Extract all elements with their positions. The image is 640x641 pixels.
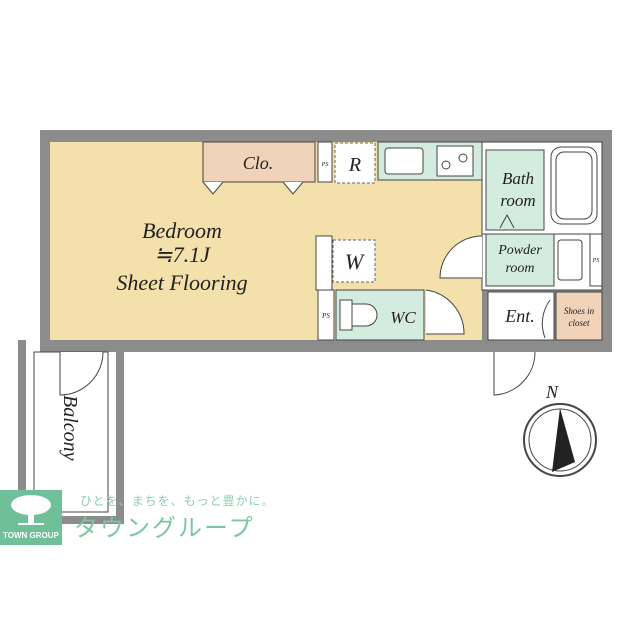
ps-label: PS	[321, 312, 330, 320]
wc-door	[425, 289, 465, 335]
powder-door	[439, 235, 483, 279]
balcony-door	[59, 351, 104, 396]
bathroom	[485, 149, 545, 231]
compass-north-label: N	[545, 382, 559, 402]
ps-top	[317, 141, 333, 183]
bath-label-2: room	[500, 191, 535, 210]
compass-arrow	[552, 408, 575, 472]
bath-door	[499, 213, 515, 229]
logo-name: タウングループ	[74, 514, 255, 542]
washer-wall	[315, 235, 333, 291]
town-group-logo: TOWN GROUP	[0, 490, 62, 545]
stove	[436, 145, 474, 177]
bathtub	[550, 146, 598, 225]
shoes-closet	[555, 291, 603, 341]
bedroom-size: ≒7.1J	[154, 242, 211, 267]
wc-label: WC	[390, 308, 416, 327]
powder-room	[485, 233, 555, 287]
shoes-label-2: closet	[569, 318, 590, 328]
balcony-rail	[18, 340, 124, 524]
balcony-label: Balcony	[59, 395, 81, 461]
bedroom-floor: Sheet Flooring	[116, 270, 247, 295]
closet-doors	[202, 181, 304, 195]
shoes-label-1: Shoes in	[564, 306, 595, 316]
washbasin	[557, 239, 583, 281]
entrance-door	[493, 351, 536, 396]
bathtub-inner	[555, 151, 593, 220]
bedroom-label: Bedroom	[142, 218, 222, 243]
shoes-door	[541, 299, 551, 339]
closet-area	[202, 141, 316, 183]
logo-tagline: ひとを、まちを、もっと豊かに。	[80, 494, 275, 508]
powder-label-1: Powder	[497, 243, 542, 258]
washer-label: W	[345, 249, 365, 274]
refrigerator-space	[334, 142, 376, 184]
ps-wc	[317, 289, 335, 341]
ps-right	[589, 233, 603, 287]
ps-label: PS	[592, 258, 600, 264]
logo-english-name: TOWN GROUP	[3, 531, 59, 540]
toilet-tank	[339, 299, 353, 331]
tree-icon	[11, 495, 51, 525]
washer-space	[332, 239, 376, 283]
refrigerator-label: R	[348, 154, 361, 176]
kitchen-sink	[384, 147, 424, 175]
closet-label: Clo.	[243, 153, 274, 173]
powder-label-2: room	[505, 261, 534, 276]
burner	[458, 153, 468, 163]
bath-label-1: Bath	[502, 169, 534, 188]
ps-label: PS	[321, 162, 329, 168]
entrance-label: Ent.	[504, 306, 535, 326]
burner	[441, 160, 451, 170]
toilet-bowl	[351, 303, 378, 327]
